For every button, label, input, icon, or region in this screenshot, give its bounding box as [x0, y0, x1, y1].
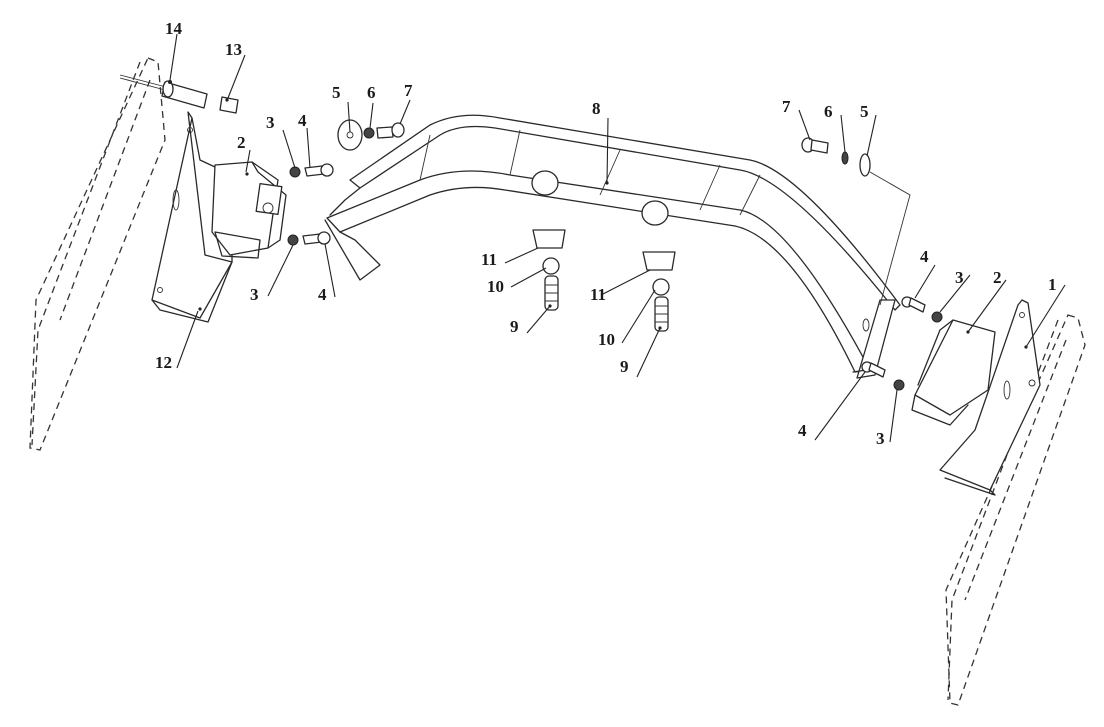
callout-8: 8 [592, 99, 601, 118]
callout-7-left: 7 [404, 81, 413, 100]
nozzle-left [531, 170, 566, 311]
callout-5-left: 5 [332, 83, 341, 102]
right-fasteners [861, 296, 943, 391]
callout-2-left: 2 [237, 133, 246, 152]
callout-4-left-bottom: 4 [318, 285, 327, 304]
callout-11-right: 11 [590, 285, 606, 304]
callout-5-right: 5 [860, 102, 869, 121]
callout-2-right: 2 [993, 268, 1002, 287]
right-mounting-plate [939, 299, 1041, 496]
callout-3-left-bottom: 3 [250, 285, 259, 304]
callout-6-right: 6 [824, 102, 833, 121]
callout-11-left: 11 [481, 250, 497, 269]
nozzle-right [641, 200, 676, 332]
rubber-mount-right [911, 319, 996, 426]
callout-labels: 14 13 2 3 4 5 6 7 3 4 12 8 11 10 9 11 10… [155, 19, 1057, 448]
callout-12: 12 [155, 353, 172, 372]
rubber-mount-left [211, 161, 287, 259]
callout-4-right-top: 4 [920, 247, 929, 266]
callout-3-left-top: 3 [266, 113, 275, 132]
callout-14: 14 [165, 19, 183, 38]
callout-1: 1 [1048, 275, 1057, 294]
callout-13: 13 [225, 40, 242, 59]
callout-4-left-top: 4 [298, 111, 307, 130]
callout-9-left: 9 [510, 317, 519, 336]
callout-9-right: 9 [620, 357, 629, 376]
callout-10-left: 10 [487, 277, 504, 296]
left-fasteners [287, 163, 334, 246]
callout-3-right-top: 3 [955, 268, 964, 287]
callout-10-right: 10 [598, 330, 615, 349]
callout-7-right: 7 [782, 97, 791, 116]
callout-3-right-bottom: 3 [876, 429, 885, 448]
left-frame-outline [29, 57, 166, 451]
leader-lines [169, 33, 1066, 443]
callout-6-left: 6 [367, 83, 376, 102]
callout-4-right-bottom: 4 [798, 421, 807, 440]
left-washer-bolt [337, 119, 405, 151]
right-washer-bolt [801, 137, 911, 306]
pin-bushing [119, 74, 239, 114]
